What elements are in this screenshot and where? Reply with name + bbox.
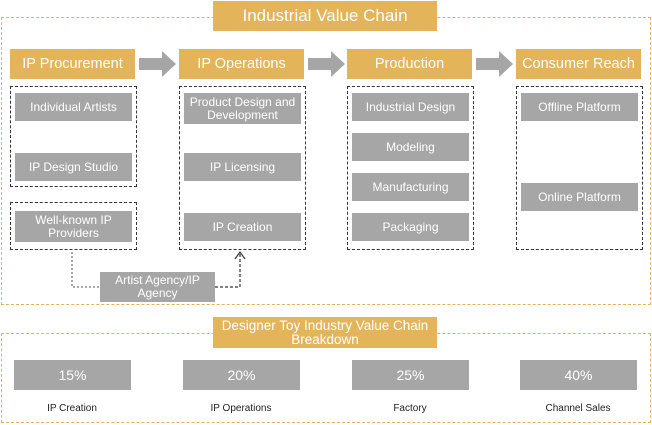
item-manufacturing: Manufacturing xyxy=(352,173,469,201)
item-packaging: Packaging xyxy=(352,213,469,241)
agency-connector-line xyxy=(71,252,100,288)
agency-connector-arrow xyxy=(205,254,241,288)
stage-header-consumer-reach: Consumer Reach xyxy=(516,49,641,79)
item-ip-licensing: IP Licensing xyxy=(184,153,301,181)
item-product-design: Product Design and Development xyxy=(184,93,301,124)
arrow-right-icon xyxy=(476,51,513,77)
breakdown-label-ip-operations: IP Operations xyxy=(210,403,272,414)
breakdown-label-factory: Factory xyxy=(393,403,427,414)
item-ip-design-studio: IP Design Studio xyxy=(15,153,132,181)
page-title: Industrial Value Chain xyxy=(213,1,437,31)
breakdown-value-ip-operations: 20% xyxy=(183,360,300,390)
consumer-reach-group xyxy=(516,86,643,250)
known-ip-group xyxy=(10,202,137,250)
arrowhead-up-icon xyxy=(234,250,246,260)
arrow-right-icon xyxy=(308,51,345,77)
breakdown-value-channel-sales: 40% xyxy=(520,360,637,390)
stage-header-ip-procurement: IP Procurement xyxy=(10,49,135,79)
breakdown-label-channel-sales: Channel Sales xyxy=(545,403,611,414)
item-ip-creation: IP Creation xyxy=(184,213,301,241)
item-online-platform: Online Platform xyxy=(521,183,638,211)
breakdown-title: Designer Toy Industry Value Chain Breakd… xyxy=(213,317,437,348)
item-individual-artists: Individual Artists xyxy=(15,93,132,121)
item-well-known-ip-providers: Well-known IP Providers xyxy=(15,211,132,242)
breakdown-value-ip-creation: 15% xyxy=(14,360,131,390)
stage-header-ip-operations: IP Operations xyxy=(179,49,304,79)
stage-header-production: Production xyxy=(347,49,472,79)
breakdown-value-factory: 25% xyxy=(352,360,469,390)
item-offline-platform: Offline Platform xyxy=(521,93,638,121)
item-modeling: Modeling xyxy=(352,133,469,161)
item-industrial-design: Industrial Design xyxy=(352,93,469,121)
breakdown-label-ip-creation: IP Creation xyxy=(47,403,97,414)
ip-procurement-group xyxy=(10,86,137,187)
arrow-right-icon xyxy=(139,51,176,77)
ip-operations-group xyxy=(179,86,306,250)
agency-box: Artist Agency/IP Agency xyxy=(100,272,215,302)
production-group xyxy=(347,86,474,250)
